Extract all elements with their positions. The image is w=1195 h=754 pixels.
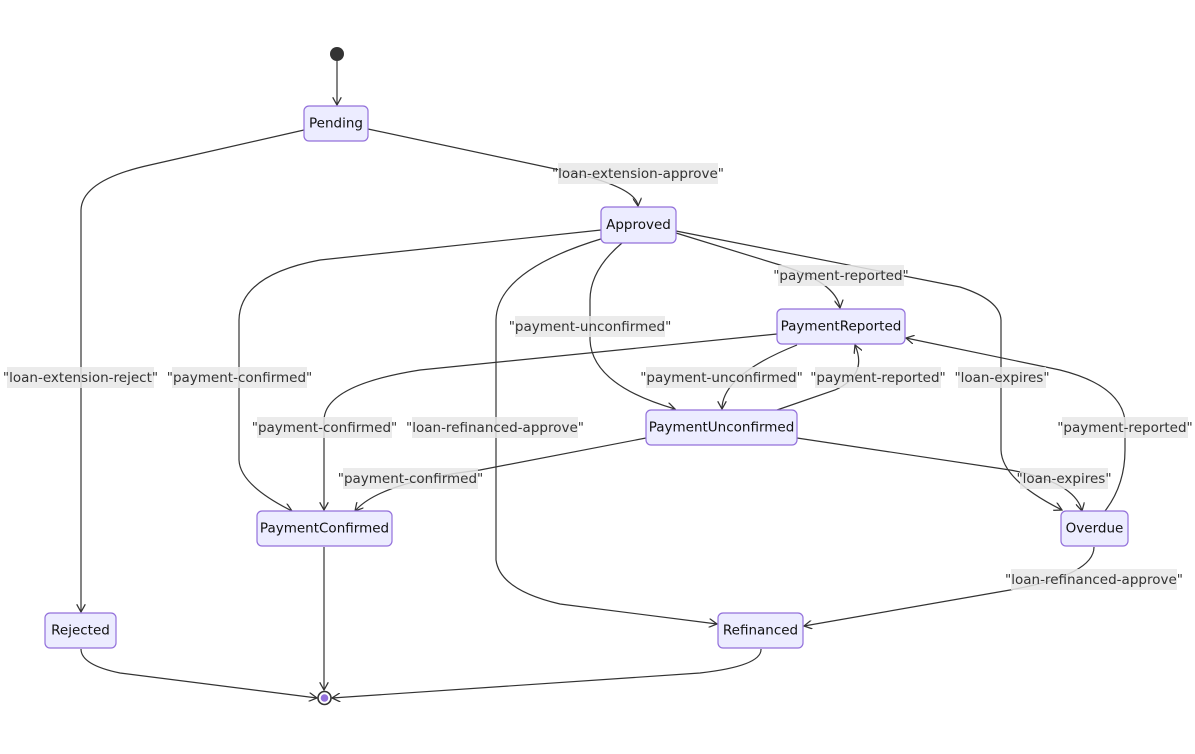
edge-label: "payment-confirmed" [338, 468, 484, 489]
state-label: Approved [606, 217, 671, 233]
edge-approved-paymentunconfirmed [589, 242, 675, 409]
end-state-icon [317, 690, 332, 706]
edge-label: "payment-unconfirmed" [509, 316, 672, 337]
state-paymentreported[interactable]: PaymentReported [776, 308, 906, 345]
state-refinanced[interactable]: Refinanced [717, 612, 804, 649]
edge-label: "payment-reported" [810, 367, 946, 388]
state-label: PaymentReported [781, 319, 902, 335]
edge-label: "payment-confirmed" [252, 417, 398, 438]
svg-text:"payment-unconfirmed": "payment-unconfirmed" [640, 370, 803, 386]
state-overdue[interactable]: Overdue [1060, 510, 1129, 547]
svg-text:"loan-refinanced-approve": "loan-refinanced-approve" [1005, 572, 1183, 588]
svg-text:"payment-reported": "payment-reported" [810, 370, 946, 386]
edge-label: "loan-extension-reject" [3, 367, 158, 388]
edge-rejected-end [80, 648, 317, 698]
edge-approved-paymentconfirmed [238, 229, 602, 511]
svg-text:"loan-extension-approve": "loan-extension-approve" [552, 166, 724, 182]
edge-label: "payment-unconfirmed" [640, 367, 803, 388]
edge-label: "loan-refinanced-approve" [1005, 569, 1183, 590]
state-paymentconfirmed[interactable]: PaymentConfirmed [256, 510, 393, 547]
edge-refinanced-end [332, 648, 762, 698]
svg-text:"payment-unconfirmed": "payment-unconfirmed" [509, 319, 672, 335]
state-label: PaymentUnconfirmed [649, 420, 795, 436]
svg-text:"payment-confirmed": "payment-confirmed" [338, 471, 484, 487]
edge-label: "loan-expires" [1016, 468, 1112, 489]
edge-pending-rejected [81, 129, 305, 612]
state-label: PaymentConfirmed [260, 521, 389, 537]
state-paymentunconfirmed[interactable]: PaymentUnconfirmed [645, 409, 798, 446]
svg-text:"payment-reported": "payment-reported" [1057, 420, 1193, 436]
svg-text:"loan-extension-reject": "loan-extension-reject" [3, 370, 158, 386]
edge-label: "payment-reported" [1057, 417, 1193, 438]
svg-text:"loan-expires": "loan-expires" [954, 370, 1049, 386]
state-approved[interactable]: Approved [600, 206, 677, 244]
svg-text:"payment-confirmed": "payment-confirmed" [167, 370, 313, 386]
state-label: Pending [309, 116, 363, 132]
edge-label: "loan-refinanced-approve" [406, 417, 584, 438]
svg-text:"payment-confirmed": "payment-confirmed" [252, 420, 398, 436]
edge-paymentreported-paymentconfirmed [324, 333, 778, 510]
edge-approved-refinanced [495, 237, 717, 624]
edge-labels: "loan-extension-approve" "loan-extension… [3, 163, 1193, 590]
edge-label: "payment-confirmed" [167, 367, 313, 388]
svg-text:"loan-refinanced-approve": "loan-refinanced-approve" [406, 420, 584, 436]
state-rejected[interactable]: Rejected [44, 612, 117, 649]
edge-label: "payment-reported" [773, 265, 909, 286]
svg-text:"loan-expires": "loan-expires" [1016, 471, 1111, 487]
state-label: Rejected [51, 623, 110, 639]
state-label: Overdue [1066, 521, 1124, 537]
state-label: Refinanced [723, 623, 798, 639]
edge-approved-overdue [675, 230, 1062, 510]
edge-label: "loan-extension-approve" [552, 163, 724, 184]
svg-text:"payment-reported": "payment-reported" [773, 268, 909, 284]
state-pending[interactable]: Pending [303, 105, 369, 142]
start-state-icon [330, 47, 344, 61]
edge-label: "loan-expires" [954, 367, 1050, 388]
